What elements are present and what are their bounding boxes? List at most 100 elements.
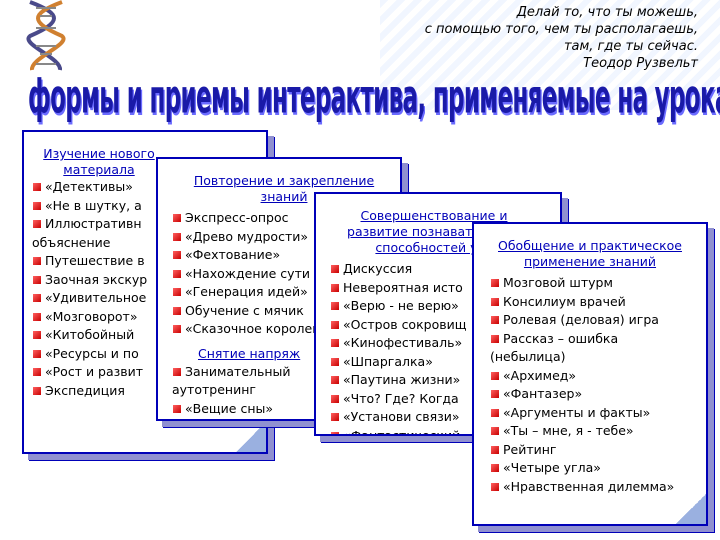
list-item: «Мозговорот» [32,308,266,327]
bullet-icon [491,334,499,343]
bullet-icon [173,288,181,296]
bullet-icon [173,251,181,259]
list-item: Рассказ – ошибка [490,330,706,349]
list-item: объяснение [32,234,111,250]
list-item: «Ты – мне, я - тебе» [490,422,706,441]
bullet-icon [491,482,499,491]
bullet-icon [331,339,339,347]
bullet-icon [33,349,41,358]
bullet-icon [33,386,41,395]
list-item: «Не в шутку, а [32,197,266,216]
bullet-icon [33,257,41,265]
card-heading: Обобщение и практическое применение знан… [498,238,682,269]
list-item: «Остров сокровищ [330,316,560,335]
list-item: «Фантастический [330,427,560,434]
list-item: Ролевая (деловая) игра [490,311,706,330]
page-fold [676,494,706,524]
list-item: «Архимед» [490,367,706,386]
list-item: «Рост и развит [32,363,266,382]
bullet-icon [33,220,41,228]
bullet-icon [173,269,181,278]
bullet-icon [33,312,41,321]
bullet-icon [331,376,339,384]
list-item: Мозговой штурм [490,274,706,293]
bullet-icon [331,302,339,310]
list-item: Заочная экскур [32,271,266,290]
list-item: «Фехтование» [172,246,400,265]
bullet-icon [491,371,499,380]
list-item: «Кинофестиваль» [330,334,560,353]
bullet-icon [491,427,499,435]
list-item: Путешествие в [32,252,266,271]
quote-author: Теодор Рузвельт [583,56,698,71]
list-item: Занимательный [172,363,400,382]
bullet-icon [33,275,41,284]
list-item: «Фантазер» [490,385,706,404]
bullet-icon [331,265,339,273]
card-list: Дискуссия Невероятная исто «Верю - не ве… [316,260,560,434]
bullet-icon [173,404,181,413]
list-item: Обучение с мячик [172,302,400,321]
corner-pattern [380,0,720,110]
bullet-icon [173,325,181,333]
bullet-icon [491,390,499,398]
bullet-icon [33,183,41,191]
list-item: Дискуссия [330,260,560,279]
quote-line-1: Делай то, что ты можешь, [516,5,698,20]
bullet-icon [33,331,41,339]
bullet-icon [331,320,339,329]
bullet-icon [173,367,181,376]
bullet-icon [33,201,41,210]
list-item: «Паутина жизни» [330,371,560,390]
list-item: «Древо мудрости» [172,228,400,247]
bullet-icon [173,232,181,241]
card-list: Экспресс-опрос «Древо мудрости» «Фехтова… [158,209,400,339]
bullet-icon [331,283,339,292]
list-item: «Что? Где? Когда [330,390,560,409]
list-item: «Детективы» [32,178,266,197]
bullet-icon [491,445,499,454]
list-item: Экспресс-опрос [172,209,400,228]
card-list: Мозговой штурм Консилиум врачей Ролевая … [474,274,706,496]
dna-helix-icon [26,0,66,71]
list-item: «Удивительное [32,289,266,308]
list-item: «Четыре угла» [490,459,706,478]
list-item: «Ресурсы и по [32,345,266,364]
list-item: «Нахождение сути [172,265,400,284]
bullet-icon [33,368,41,376]
bullet-icon [491,297,499,306]
list-item: «Шпаргалка» [330,353,560,372]
list-item: «Генерация идей» [172,283,400,302]
list-item: «Нравственная дилемма» [490,478,706,497]
bullet-icon [331,357,339,366]
list-item: Консилиум врачей [490,293,706,312]
list-item: аутотренинг [172,382,256,397]
bullet-icon [173,214,181,222]
bullet-icon [491,464,499,472]
list-item: Иллюстративн [32,215,266,234]
epigraph: Делай то, что ты можешь, с помощью того,… [425,4,698,72]
card-list: «Детективы» «Не в шутку, а Иллюстративн … [24,178,266,400]
list-item: «Верю - не верю» [330,297,560,316]
card-generalization: Обобщение и практическое применение знан… [472,222,708,526]
list-item: Рейтинг [490,441,706,460]
bullet-icon [491,408,499,417]
bullet-icon [331,413,339,421]
page-fold [236,422,266,452]
list-item: (небылица) [490,349,566,364]
card-sublist: Занимательный аутотренинг «Вещие сны» [158,363,400,419]
card-heading: Изучение нового материала [43,146,155,177]
list-item: «Сказочное королев [172,320,400,339]
list-item: Невероятная исто [330,279,560,298]
list-item: «Аргументы и факты» [490,404,706,423]
quote-line-3: там, где ты сейчас. [563,39,698,54]
bullet-icon [173,306,181,315]
list-item: «Вещие сны» [172,400,400,419]
bullet-icon [331,431,339,434]
bullet-icon [491,316,499,324]
bullet-icon [331,394,339,403]
list-item: «Китобойный [32,326,266,345]
list-item: Экспедиция [32,382,266,401]
card-heading: Повторение и закрепление знаний [193,173,375,204]
list-item: «Установи связи» [330,408,560,427]
